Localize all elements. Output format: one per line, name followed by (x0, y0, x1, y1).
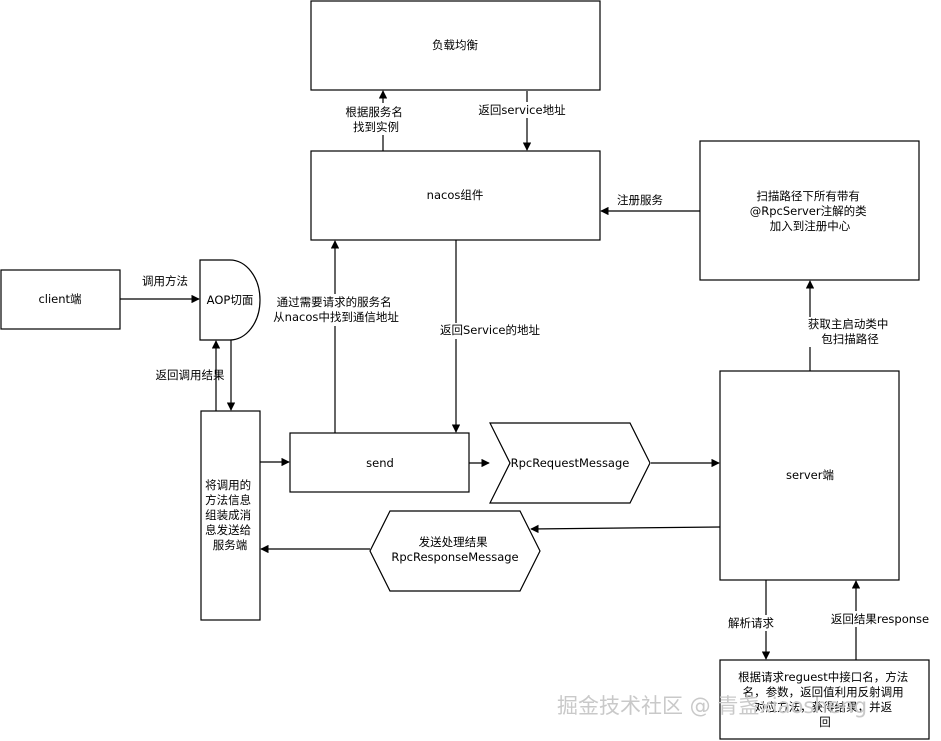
handler-node: 根据请求reguest中接口名，方法 名，参数，返回值利用反射调用 对应方法，获… (719, 659, 930, 740)
aop-node: AOP切面 (199, 259, 261, 341)
pack-node: 将调用的 方法信息 组装成消 息发送给 服务端 (200, 410, 261, 621)
nacos-node: nacos组件 (310, 150, 601, 241)
request-message-node: RpcRequestMessage (489, 422, 651, 504)
edge-server-to-response (530, 524, 721, 534)
handler-label: 根据请求reguest中接口名，方法 名，参数，返回值利用反射调用 对应方法，获… (738, 670, 912, 729)
edge-label-parse-request: 解析请求 (728, 616, 774, 630)
edge-label-return-service-address-2: 返回Service的地址 (440, 323, 541, 337)
client-label: client端 (38, 292, 81, 306)
edge-label-return-response: 返回结果response (831, 612, 929, 626)
load-balance-node: 负载均衡 (310, 0, 601, 91)
edge-label-get-scan-path: 获取主启动类中 包扫描路径 (808, 317, 892, 346)
watermark: 掘金技术社区 @ 青盏xiaosheng (557, 694, 867, 718)
edge-label-return-result: 返回调用结果 (156, 368, 225, 382)
load-balance-label: 负载均衡 (432, 38, 478, 52)
client-node: client端 (0, 269, 121, 330)
server-label: server端 (786, 468, 834, 482)
request-message-label: RpcRequestMessage (511, 456, 630, 470)
aop-label: AOP切面 (207, 293, 254, 307)
response-message-label: 发送处理结果 RpcResponseMessage (391, 535, 518, 564)
edge-label-return-service-address: 返回service地址 (478, 103, 566, 117)
response-message-node: 发送处理结果 RpcResponseMessage (369, 510, 541, 592)
edge-label-find-instance: 根据服务名 找到实例 (345, 105, 406, 134)
registry-node: 扫描路径下所有带有 @RpcServer注解的类 加入到注册中心 (699, 140, 920, 281)
edge-label-invoke-method: 调用方法 (142, 274, 188, 288)
server-node: server端 (719, 370, 900, 581)
edge-label-register-service: 注册服务 (617, 193, 663, 207)
nacos-label: nacos组件 (427, 188, 484, 202)
pack-label: 将调用的 方法信息 组装成消 息发送给 服务端 (205, 478, 255, 552)
edge-label-find-address: 通过需要请求的服务名 从nacos中找到通信地址 (273, 295, 399, 324)
send-label: send (366, 456, 394, 470)
registry-label: 扫描路径下所有带有 @RpcServer注解的类 加入到注册中心 (750, 189, 870, 233)
send-node: send (289, 432, 470, 493)
